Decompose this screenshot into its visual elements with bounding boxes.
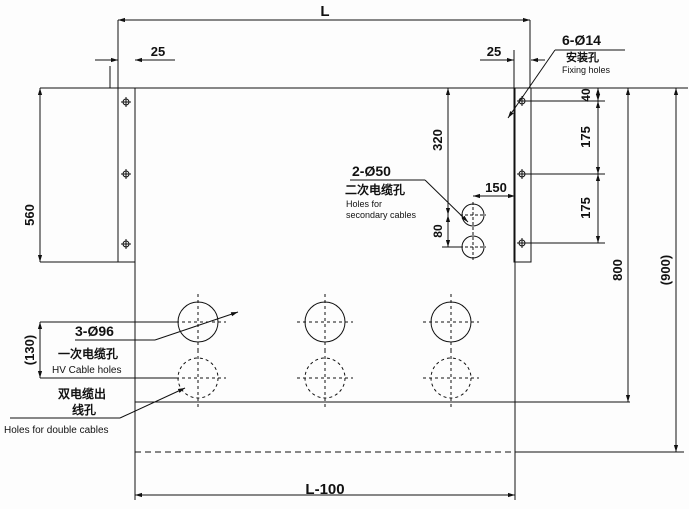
double-cable-holes <box>170 350 479 410</box>
dim-900: (900) <box>658 255 673 285</box>
right-flange <box>513 87 532 263</box>
fixing-spec: 6-Ø14 <box>562 32 601 48</box>
secondary-cable-holes <box>460 202 486 260</box>
fixing-holes <box>121 96 527 249</box>
fixing-en: Fixing holes <box>562 65 611 75</box>
secondary-en-2: secondary cables <box>346 210 417 220</box>
dim-175-lower: 175 <box>578 197 593 219</box>
secondary-en-1: Holes for <box>346 199 382 209</box>
fixing-hole <box>121 239 131 249</box>
hv-spec: 3-Ø96 <box>75 323 114 339</box>
dim-800: 800 <box>610 259 625 281</box>
double-cn-1: 双电缆出 <box>58 386 106 401</box>
dim-150: 150 <box>485 180 507 195</box>
dim-130: (130) <box>22 335 37 365</box>
dim-80: 80 <box>431 224 445 238</box>
dim-560: 560 <box>22 204 37 226</box>
fixing-hole <box>121 97 131 107</box>
secondary-cn: 二次电缆孔 <box>345 182 405 197</box>
hv-cn: 一次电缆孔 <box>58 346 118 361</box>
dimension-lines <box>37 17 684 498</box>
leader-lines <box>10 49 625 419</box>
fixing-cn: 安装孔 <box>566 50 599 64</box>
dim-left-flange: 25 <box>151 44 165 59</box>
dim-L: L <box>320 3 329 20</box>
dim-40: 40 <box>579 88 593 102</box>
dim-320: 320 <box>430 129 445 151</box>
dim-175-upper: 175 <box>578 126 593 148</box>
left-flange <box>109 66 136 263</box>
double-en: Holes for double cables <box>4 425 109 436</box>
dim-L-100: L-100 <box>305 481 344 498</box>
dim-right-flange: 25 <box>487 44 501 59</box>
hv-cable-holes <box>170 294 479 350</box>
double-cn-2: 线孔 <box>72 402 96 417</box>
fixing-hole <box>121 169 131 179</box>
hv-en: HV Cable holes <box>52 365 121 376</box>
secondary-spec: 2-Ø50 <box>352 163 391 179</box>
